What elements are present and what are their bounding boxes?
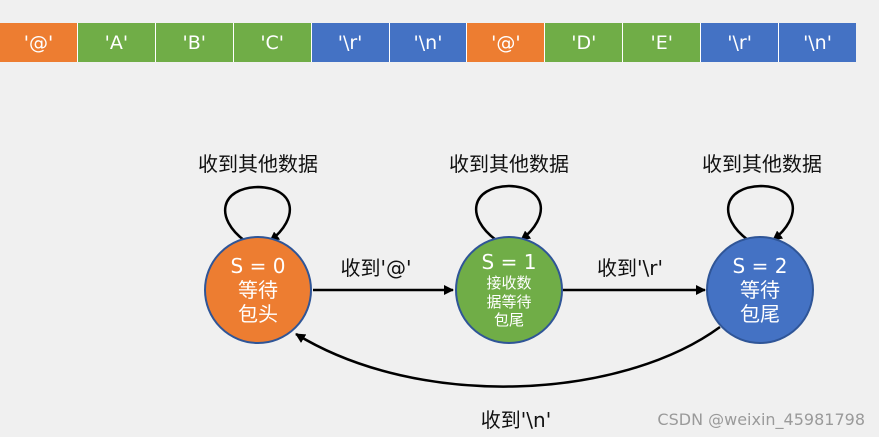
byte-cell: 'E' — [623, 23, 702, 62]
state-description: 等待 包头 — [238, 278, 278, 326]
byte-cell: 'D' — [545, 23, 624, 62]
byte-sequence-bar: '@' 'A' 'B' 'C' '\r' '\n' '@' 'D' 'E' '\… — [0, 23, 856, 62]
state-number: S = 0 — [230, 254, 286, 278]
state-description: 等待 包尾 — [740, 278, 780, 326]
transition-label-s0-s1: 收到'@' — [340, 256, 412, 280]
transition-arrow-s2-s0 — [295, 325, 721, 388]
byte-cell: '\n' — [389, 23, 468, 62]
loop-label-s1: 收到其他数据 — [449, 152, 569, 176]
byte-cell: '\r' — [311, 23, 390, 62]
byte-cell: '@' — [467, 23, 546, 62]
state-s1: S = 1 接收数 据等待 包尾 — [455, 236, 563, 344]
state-description: 接收数 据等待 包尾 — [486, 273, 532, 330]
state-number: S = 1 — [481, 249, 537, 274]
state-s0: S = 0 等待 包头 — [204, 236, 312, 344]
byte-cell: '@' — [0, 23, 78, 62]
byte-cell: 'B' — [155, 23, 234, 62]
self-loop-arrow-s1 — [474, 184, 543, 242]
transition-label-s2-s0: 收到'\n' — [480, 408, 552, 432]
byte-cell: '\n' — [779, 23, 856, 62]
byte-cell: 'A' — [77, 23, 156, 62]
byte-cell: '\r' — [701, 23, 780, 62]
self-loop-arrow-s0 — [223, 185, 292, 243]
state-s2: S = 2 等待 包尾 — [706, 236, 814, 344]
byte-cell: 'C' — [233, 23, 312, 62]
loop-label-s2: 收到其他数据 — [702, 152, 822, 176]
watermark: CSDN @weixin_45981798 — [657, 410, 865, 429]
transition-label-s1-s2: 收到'\r' — [597, 256, 663, 280]
state-number: S = 2 — [732, 254, 788, 278]
self-loop-arrow-s2 — [726, 184, 795, 242]
loop-label-s0: 收到其他数据 — [198, 152, 318, 176]
